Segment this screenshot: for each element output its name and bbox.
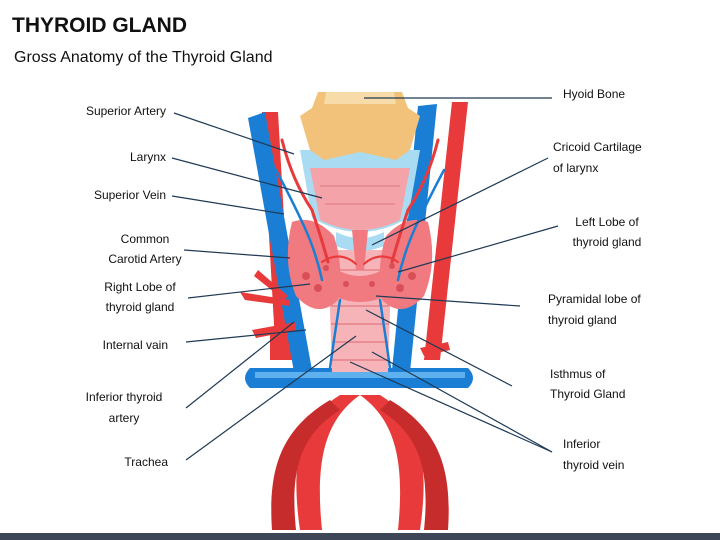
label-right-lobe-line1: Right Lobe of <box>104 280 176 294</box>
label-internal-vain: Internal vain <box>102 338 168 352</box>
hyoid-bone <box>300 92 420 160</box>
label-left-lobe-line2: thyroid gland <box>572 235 642 249</box>
label-inferior-thyroid-artery-line2: artery <box>108 411 140 425</box>
label-trachea: Trachea <box>124 455 168 469</box>
label-cricoid-cartilage-line1: Cricoid Cartilage <box>553 140 642 154</box>
label-pyramidal-lobe-line2: thyroid gland <box>548 313 617 327</box>
label-right-lobe-line2: thyroid gland <box>105 300 175 314</box>
label-hyoid-bone: Hyoid Bone <box>563 87 626 101</box>
label-superior-vein: Superior Vein <box>93 188 166 202</box>
label-inferior-thyroid-vein-line1: Inferior <box>563 437 601 451</box>
thyroid-vessels <box>274 138 446 370</box>
label-common-carotid-line1: Common <box>120 232 170 246</box>
thyroid-gland <box>287 219 433 310</box>
label-inferior-thyroid-vein-line2: thyroid vein <box>563 458 625 472</box>
label-common-carotid-line2: Carotid Artery <box>108 252 182 266</box>
label-isthmus-line2: Thyroid Gland <box>550 387 626 401</box>
label-inferior-thyroid-artery-line1: Inferior thyroid <box>85 390 163 404</box>
label-cricoid-cartilage-line2: of larynx <box>553 161 599 175</box>
page-subtitle: Gross Anatomy of the Thyroid Gland <box>14 49 273 66</box>
brachiocephalic-vein <box>245 368 473 388</box>
label-superior-artery: Superior Artery <box>85 104 166 118</box>
label-left-lobe-line1: Left Lobe of <box>575 215 639 229</box>
larynx <box>300 150 420 251</box>
lower-arteries <box>271 395 449 530</box>
leader-lines <box>171 97 559 461</box>
label-pyramidal-lobe-line1: Pyramidal lobe of <box>548 292 641 306</box>
label-isthmus-line1: Isthmus of <box>550 367 606 381</box>
page-title: THYROID GLAND <box>12 14 187 37</box>
side-branches <box>240 270 450 356</box>
bottom-bar <box>0 533 720 540</box>
label-larynx: Larynx <box>129 150 166 164</box>
